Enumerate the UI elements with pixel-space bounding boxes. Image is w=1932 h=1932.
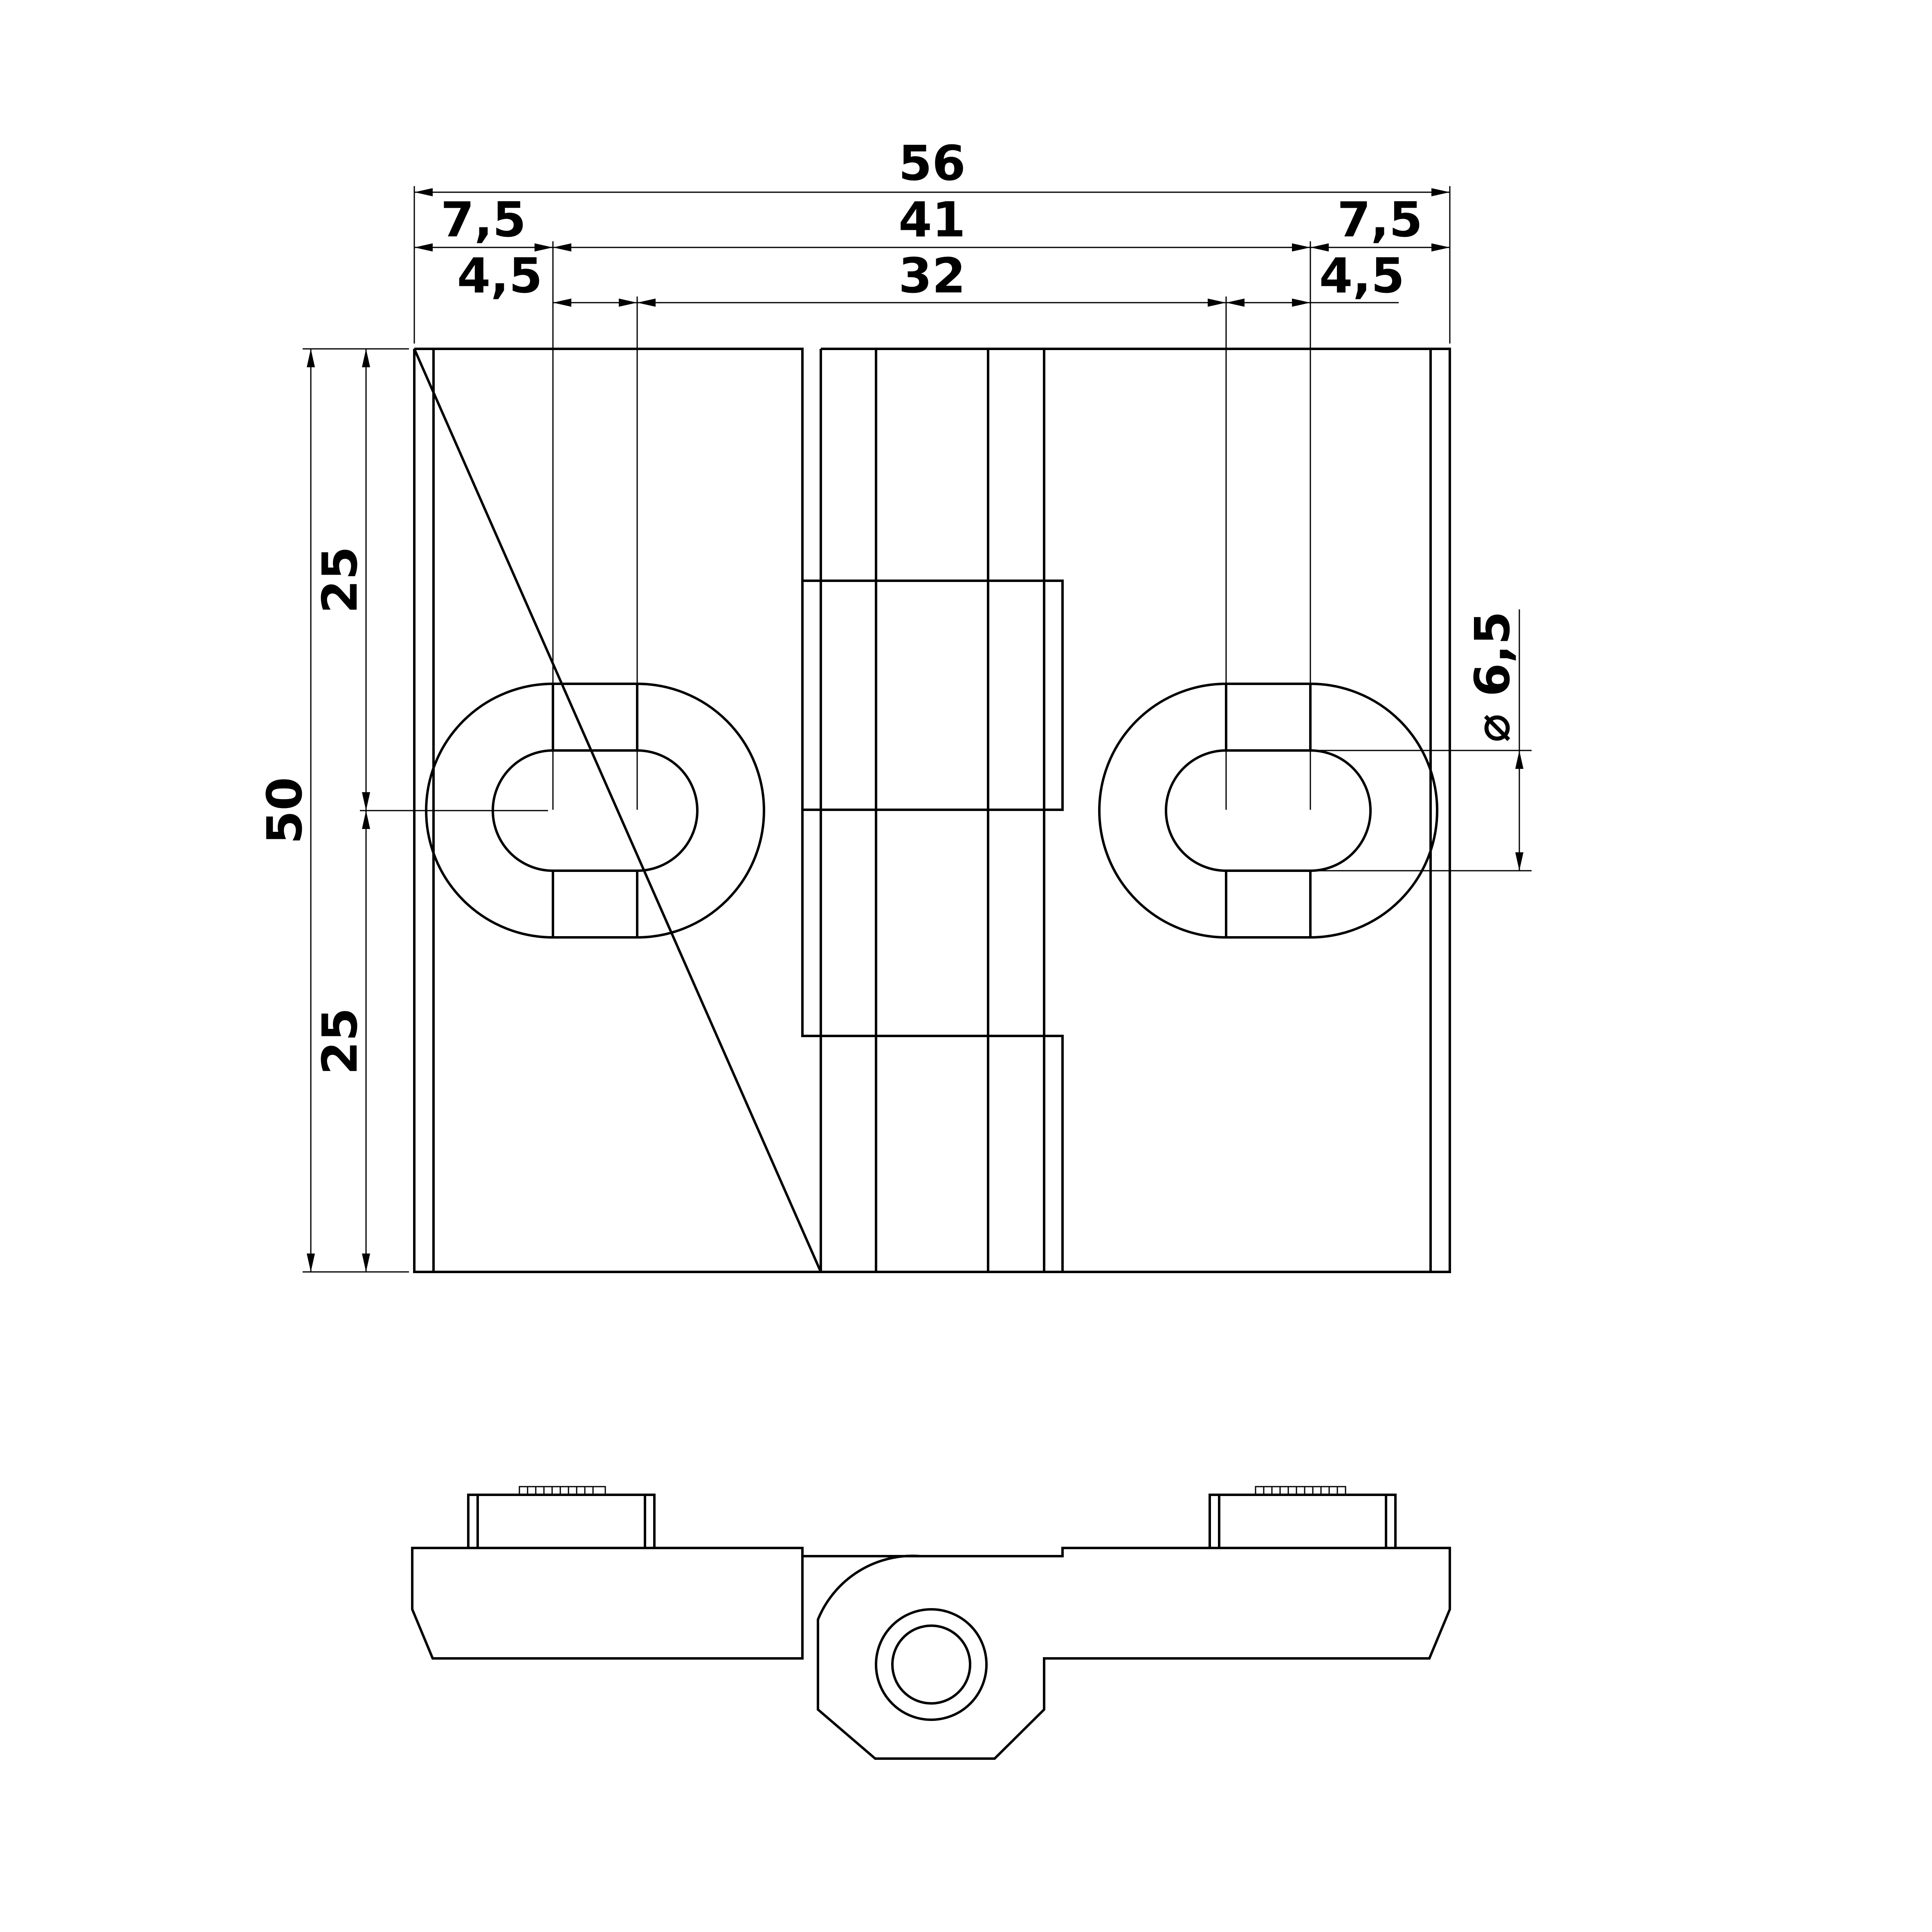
arrow [1431,188,1450,196]
right-slot [1165,749,1372,872]
hinge-pin-outer [875,1608,988,1721]
side-view [411,1486,1451,1760]
side-right-leaf [817,1547,1451,1760]
front-view [413,348,1451,1273]
side-left-screw [467,1494,656,1548]
arrow [1515,750,1523,769]
side-right-screw-head [1255,1486,1346,1495]
dim-right-edge-to-hole: 7,5 [1337,191,1422,248]
arrow [1226,299,1245,307]
arrow [535,243,553,252]
arrow [619,299,637,307]
arrow [1208,299,1226,307]
side-left-leaf [411,1547,804,1660]
dim-left-slot-length: 4,5 [457,247,542,304]
dim-overall-width: 56 [899,135,966,191]
arrow [307,349,315,367]
arrow [1515,852,1523,871]
dim-right-slot-length: 4,5 [1319,247,1404,304]
arrow [362,811,370,829]
arrow [1431,243,1450,252]
hinge-pin-inner [891,1624,971,1705]
dim-hole-pitch-inner: 32 [899,247,966,304]
dim-upper-half: 25 [312,546,368,613]
dim-hole-diameter: ⌀ 6,5 [1464,611,1521,742]
arrow [1292,243,1310,252]
side-right-screw [1209,1494,1397,1548]
arrow [362,349,370,367]
arrow [414,188,433,196]
arrow [637,299,656,307]
right-counterbore [1098,683,1438,939]
dim-hole-pitch-outer: 41 [899,191,966,248]
dim-lower-half: 25 [312,1008,368,1075]
arrow [307,1254,315,1272]
arrow [1310,243,1329,252]
arrow [414,243,433,252]
arrow [553,243,571,252]
arrow [553,299,571,307]
dim-overall-height: 50 [256,777,313,844]
arrow [362,1254,370,1272]
side-left-screw-head [519,1486,606,1495]
arrow [1292,299,1310,307]
arrow [362,792,370,811]
dimension-lines: 56 7,5 41 7,5 4,5 32 4,5 50 25 25 ⌀ 6,5 [256,135,1532,1273]
dim-left-edge-to-hole: 7,5 [440,191,526,248]
